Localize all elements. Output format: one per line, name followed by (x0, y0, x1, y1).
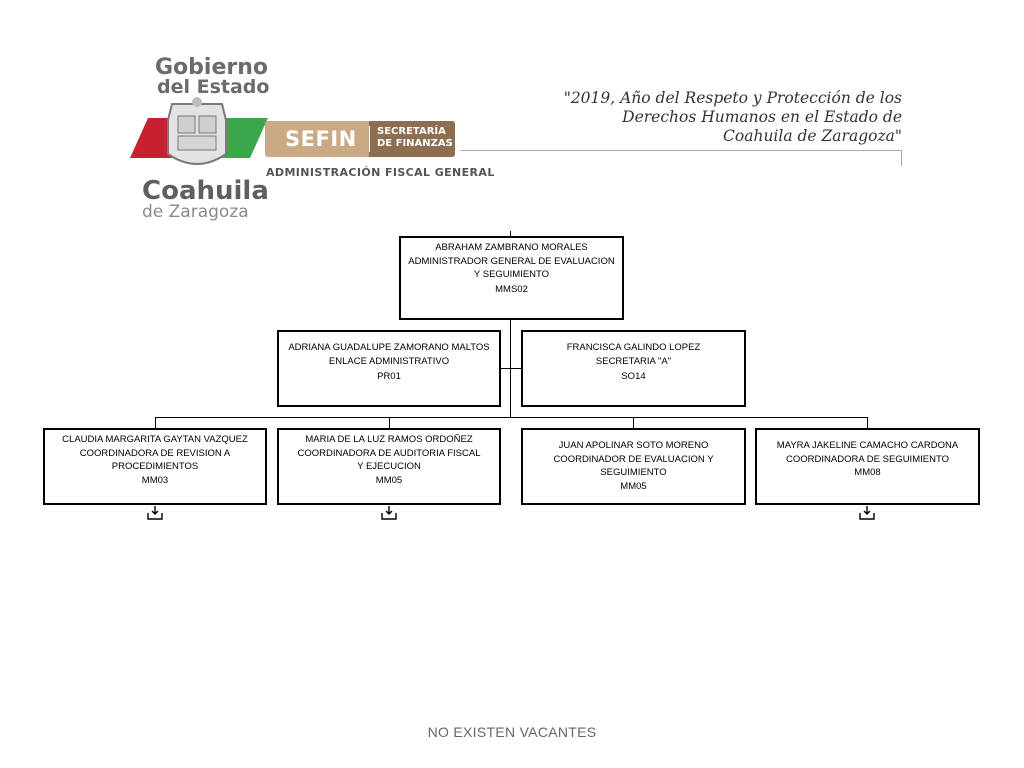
unit-position: COORDINADOR DE EVALUACION Y SEGUIMIENTO (553, 453, 714, 479)
unit-code: MM08 (854, 467, 881, 478)
staff-position: SECRETARIA "A" (595, 355, 672, 367)
staff-code: PR01 (377, 371, 401, 382)
sefin-subtitle-line1: SECRETARÍA (377, 126, 446, 137)
org-unit-box: CLAUDIA MARGARITA GAYTAN VAZQUEZ COORDIN… (43, 428, 267, 505)
unit-code: MM05 (620, 480, 647, 492)
staff-name: FRANCISCA GALINDO LOPEZ (566, 342, 701, 353)
head-name: ABRAHAM ZAMBRANO MORALES (435, 242, 588, 253)
unit-name: MAYRA JAKELINE CAMACHO CARDONA (776, 440, 959, 451)
head-position: ADMINISTRADOR GENERAL DE EVALUACION Y SE… (408, 255, 615, 281)
coat-of-arms-icon (130, 97, 268, 165)
org-unit-box: MAYRA JAKELINE CAMACHO CARDONA COORDINAD… (755, 428, 980, 505)
org-staff-box: ADRIANA GUADALUPE ZAMORANO MALTOS ENLACE… (277, 330, 501, 407)
sefin-acronym: SEFIN (285, 127, 357, 151)
unit-position: COORDINADORA DE SEGUIMIENTO (786, 453, 949, 465)
staff-name: ADRIANA GUADALUPE ZAMORANO MALTOS (288, 342, 490, 353)
unit-code: MM05 (375, 474, 403, 486)
year-motto: "2019, Año del Respeto y Protección de l… (542, 89, 902, 146)
motto-line-2: Derechos Humanos en el Estado de (622, 108, 902, 126)
sefin-subtitle: SECRETARÍA DE FINANZAS (377, 126, 453, 150)
head-code: MMS02 (495, 283, 528, 295)
logo-del-estado-text: del Estado (157, 76, 270, 98)
vacancies-note: NO EXISTEN VACANTES (427, 724, 597, 740)
subordinate-tray-icon (381, 506, 397, 520)
unit-code: MM03 (141, 474, 169, 486)
unit-position: COORDINADORA DE AUDITORIA FISCAL Y EJECU… (297, 447, 481, 473)
department-name: ADMINISTRACIÓN FISCAL GENERAL (266, 166, 495, 179)
org-head-box: ABRAHAM ZAMBRANO MORALES ADMINISTRADOR G… (399, 236, 624, 320)
motto-divider (460, 150, 902, 151)
sefin-subtitle-line2: DE FINANZAS (377, 138, 453, 149)
org-staff-box: FRANCISCA GALINDO LOPEZ SECRETARIA "A" S… (521, 330, 746, 407)
sefin-logo: SEFIN SECRETARÍA DE FINANZAS (265, 121, 455, 157)
motto-line-3: Coahuila de Zaragoza" (723, 127, 902, 145)
unit-name: MARIA DE LA LUZ RAMOS ORDOÑEZ (305, 434, 473, 445)
staff-position: ENLACE ADMINISTRATIVO (328, 355, 450, 367)
subordinate-tray-icon (859, 506, 875, 520)
motto-line-1: "2019, Año del Respeto y Protección de l… (563, 89, 902, 107)
logo-zaragoza-text: de Zaragoza (142, 202, 249, 222)
subordinate-tray-icon (147, 506, 163, 520)
staff-code: SO14 (621, 371, 646, 382)
unit-name: JUAN APOLINAR SOTO MORENO (558, 440, 709, 451)
logo-coahuila-text: Coahuila (142, 176, 269, 206)
unit-position: COORDINADORA DE REVISION A PROCEDIMIENTO… (79, 447, 231, 473)
unit-name: CLAUDIA MARGARITA GAYTAN VAZQUEZ (62, 434, 248, 445)
motto-divider-tick (901, 150, 902, 166)
org-unit-box: MARIA DE LA LUZ RAMOS ORDOÑEZ COORDINADO… (277, 428, 501, 505)
logo-gobierno-text: Gobierno (155, 55, 269, 80)
org-unit-box: JUAN APOLINAR SOTO MORENO COORDINADOR DE… (521, 428, 746, 505)
